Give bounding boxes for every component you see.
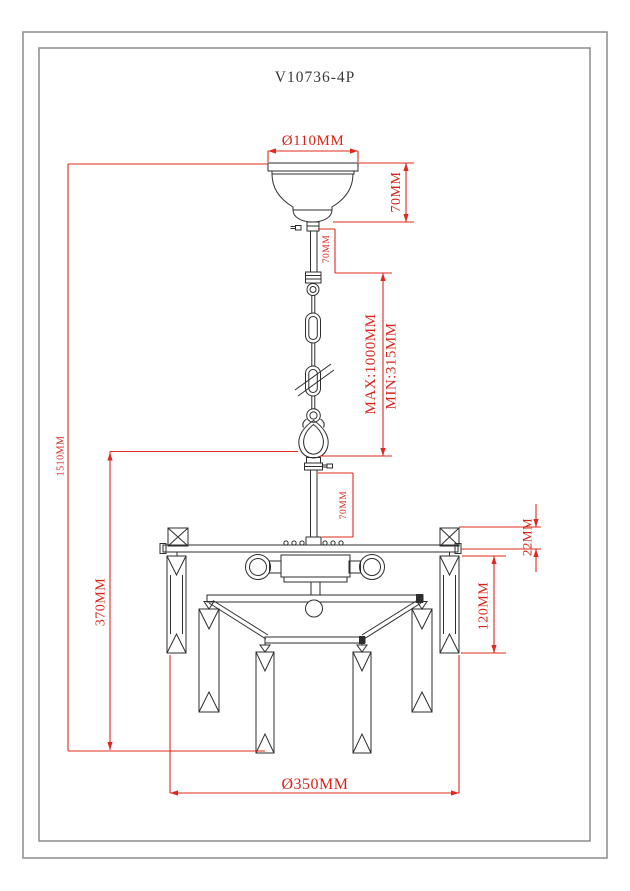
dim-upper-stem: 70MM — [318, 228, 392, 274]
lower-dish — [206, 594, 424, 644]
svg-text:Ø110MM: Ø110MM — [282, 133, 344, 149]
side-ring-left — [245, 554, 271, 580]
dim-canopy-diameter: Ø110MM — [267, 133, 359, 162]
svg-text:1510MM: 1510MM — [56, 436, 67, 477]
dim-canopy-height: 70MM — [333, 162, 414, 223]
crystal-cube-right — [439, 527, 460, 547]
ceiling-canopy — [267, 162, 359, 232]
chain-break-mark — [294, 363, 332, 391]
dim-overall-height: 1510MM — [56, 163, 268, 752]
bulb — [305, 599, 323, 618]
svg-text:MAX:1000MM: MAX:1000MM — [363, 314, 379, 415]
crystal-cube-left — [167, 527, 189, 547]
crystal-prism-center-right — [352, 643, 372, 754]
svg-text:70MM: 70MM — [339, 491, 349, 519]
dim-fixture-diameter: Ø350MM — [169, 655, 460, 796]
dim-lower-stem: 70MM — [318, 472, 354, 538]
crystal-prism-outer-right — [439, 552, 460, 654]
svg-text:MIN:315MM: MIN:315MM — [384, 322, 400, 409]
side-ring-right — [359, 554, 385, 580]
lamp-housing — [245, 554, 385, 596]
drawing-frame-inner — [38, 47, 591, 842]
suspension-hook — [298, 408, 329, 471]
suspension-chain — [294, 271, 335, 410]
svg-text:22MM: 22MM — [520, 518, 535, 556]
crystal-prism-mid-right — [411, 601, 433, 713]
drawing-frame-outer — [22, 31, 608, 859]
svg-text:120MM: 120MM — [477, 582, 492, 630]
crystal-prism-center-left — [255, 643, 275, 754]
svg-text:70MM: 70MM — [322, 235, 332, 263]
screw-icon-left — [290, 225, 302, 231]
svg-text:370MM: 370MM — [94, 578, 109, 626]
svg-text:Ø350MM: Ø350MM — [281, 776, 348, 793]
crystal-prism-outer-left — [166, 552, 187, 654]
crystal-prism-mid-left — [198, 601, 220, 713]
dim-suspension-range: MAX:1000MM MIN:315MM — [320, 273, 400, 457]
lower-stem-rod — [310, 469, 318, 538]
stem-base-block — [305, 536, 322, 546]
svg-text:70MM: 70MM — [389, 172, 404, 213]
screw-icon-right — [323, 463, 333, 469]
dim-frame-thickness: 22MM — [459, 504, 541, 572]
frame-ring-bar — [162, 544, 459, 553]
dim-fixture-height: 370MM — [94, 450, 298, 750]
chandelier-frame — [159, 540, 462, 554]
dim-crystal-length: 120MM — [461, 555, 506, 654]
upper-stem-rod — [310, 230, 318, 273]
model-number: V10736-4P — [275, 69, 355, 86]
